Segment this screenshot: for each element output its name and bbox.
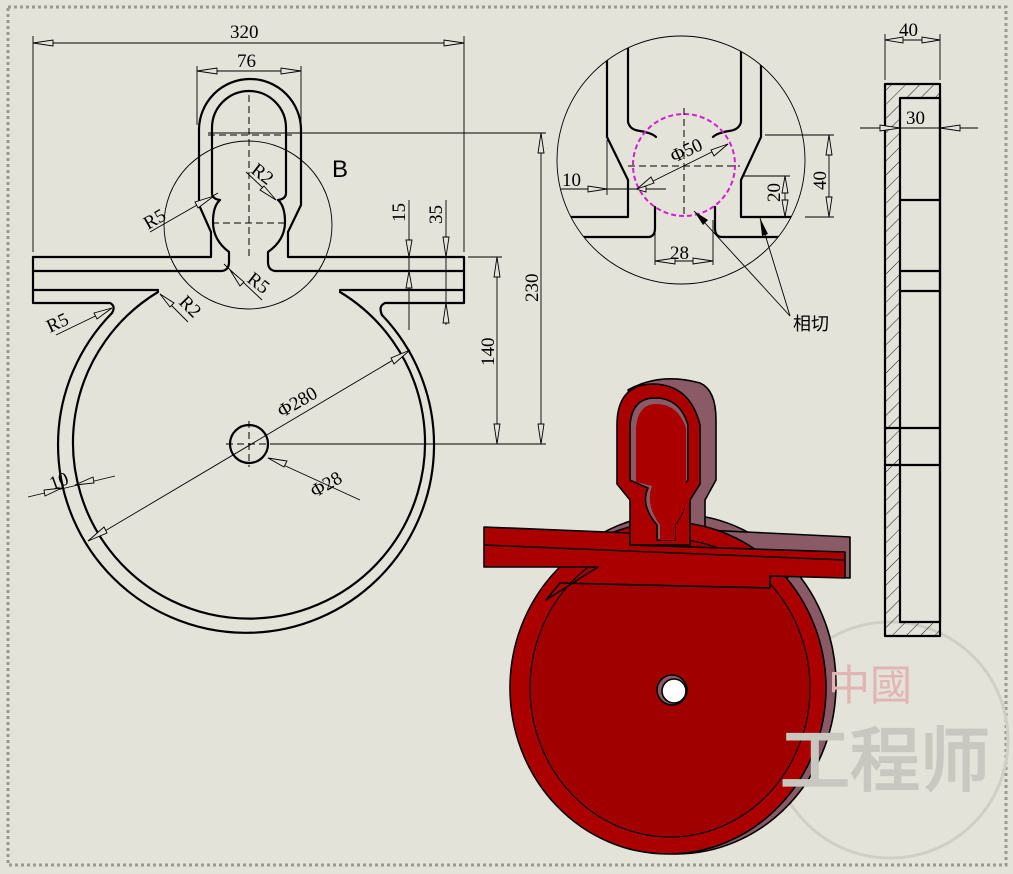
- dim-76: 76: [237, 51, 256, 72]
- iso-view: [483, 378, 851, 855]
- watermark: 中國 工程师: [780, 661, 990, 802]
- watermark-bottom: 工程师: [780, 720, 990, 802]
- dim-section-30: 30: [906, 108, 925, 129]
- detail-marker-b: B: [332, 156, 348, 183]
- dim-230: 230: [522, 274, 543, 303]
- hook-inner-slot: [31, 89, 466, 273]
- dim-15: 15: [389, 203, 410, 222]
- radius-r5-neck: R5: [243, 268, 273, 298]
- front-view: B 320 76 15 35 230 140 Φ280 Φ28 10 R2: [27, 22, 546, 634]
- rim-inner: [71, 290, 427, 620]
- radius-r2-top: R2: [247, 159, 277, 189]
- bar-left-end: [31, 255, 115, 315]
- hook-outer-profile: [31, 77, 466, 317]
- rim-outer: [56, 311, 436, 634]
- dim-320: 320: [230, 22, 259, 43]
- dim-28: 28: [670, 243, 689, 264]
- dim-140: 140: [478, 338, 499, 367]
- dim-35: 35: [426, 205, 447, 224]
- radius-r5-bar: R5: [43, 309, 72, 337]
- dim-section-40: 40: [899, 20, 918, 41]
- detail-boundary: [556, 35, 806, 285]
- tangent-note: 相切: [793, 314, 829, 335]
- section-view: 40 30: [860, 20, 978, 638]
- watermark-top: 中國: [828, 661, 912, 710]
- detail-b-circle: [163, 140, 333, 310]
- detail-view-b: 10 Φ50 40 20 28 相切: [556, 35, 834, 335]
- dim-40: 40: [810, 171, 831, 190]
- dim-phi50: Φ50: [667, 135, 706, 168]
- dim-20: 20: [764, 183, 785, 202]
- dim-phi28: Φ28: [307, 468, 346, 503]
- radius-r2-bar: R2: [174, 292, 205, 323]
- dim-10: 10: [562, 170, 581, 191]
- sheet-border: [6, 5, 1008, 867]
- tangent-circle-phi50: [632, 113, 736, 217]
